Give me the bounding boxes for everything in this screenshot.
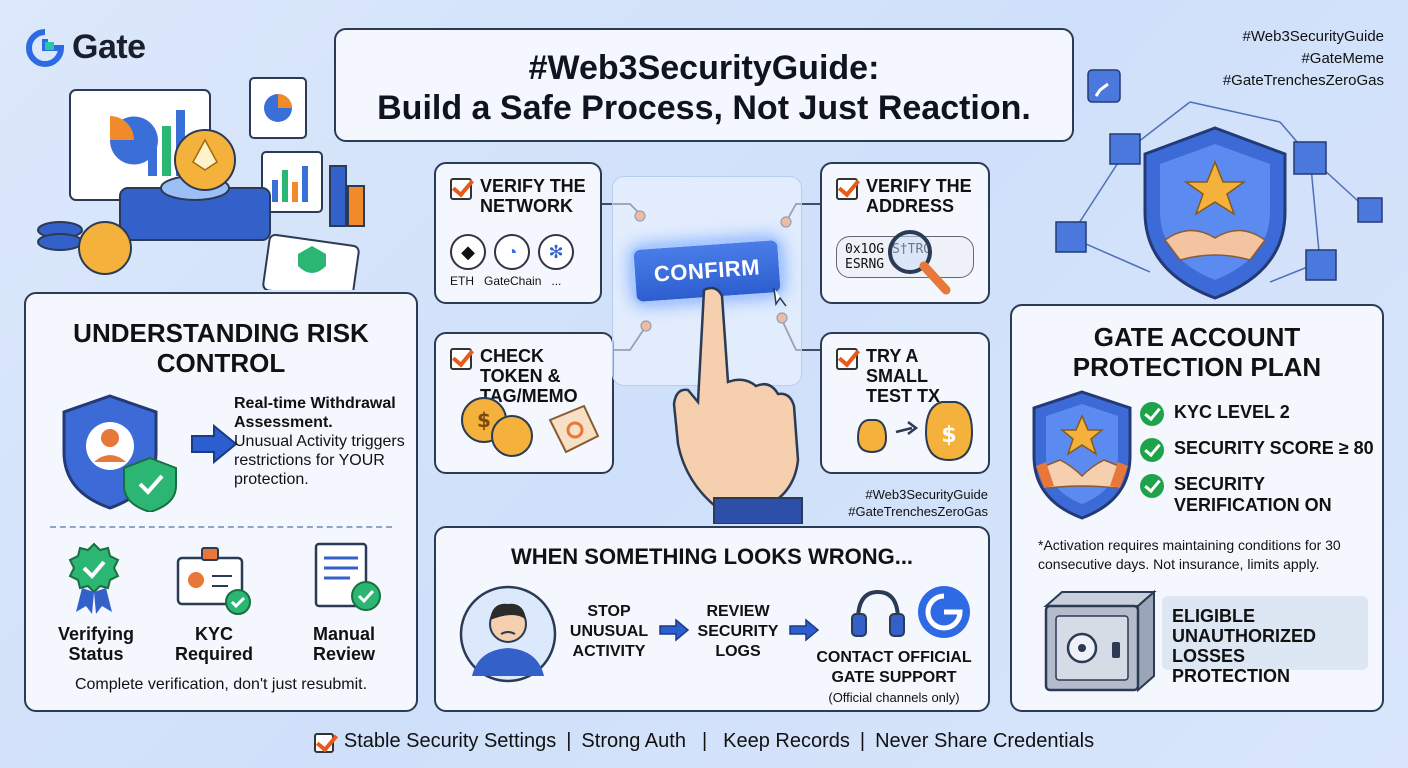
check-circle-icon xyxy=(1140,402,1164,426)
plan-requirements: KYC LEVEL 2 SECURITY SCORE ≥ 80 SECURITY… xyxy=(1140,402,1374,528)
hashtag[interactable]: #GateTrenchesZeroGas xyxy=(1222,72,1384,89)
step-title: VERIFY THE NETWORK xyxy=(480,176,586,216)
worried-person-icon xyxy=(459,585,557,683)
hashtag[interactable]: #Web3SecurityGuide xyxy=(865,487,988,502)
page-subtitle: Build a Safe Process, Not Just Reaction. xyxy=(377,89,1031,127)
check-circle-icon xyxy=(1140,474,1164,498)
risk-control-card: UNDERSTANDING RISK CONTROL Real-time Wit… xyxy=(24,292,418,712)
separator: | xyxy=(701,730,708,752)
contact-support-note: (Official channels only) xyxy=(828,690,960,705)
checkbox-icon xyxy=(313,732,334,753)
section-title: GATE ACCOUNT PROTECTION PLAN xyxy=(1072,322,1322,382)
step-verify-address: VERIFY THE ADDRESS 0x1OG S†TRG ESRNG xyxy=(820,162,990,304)
tip-item: Stable Security Settings xyxy=(343,730,557,752)
arrow-right-icon xyxy=(659,618,690,642)
shield-user-icon xyxy=(62,394,238,512)
risk-footer: Complete verification, don't just resubm… xyxy=(74,676,368,693)
verifying-status-label: Verifying Status xyxy=(57,624,135,664)
step-verify-network: VERIFY THE NETWORK ◆ ◔ ✻ ETH GateChain .… xyxy=(434,162,602,304)
dashboard-illustration xyxy=(37,77,365,290)
safe-vault-icon xyxy=(1043,589,1157,693)
contact-support-step[interactable]: CONTACT OFFICIAL GATE SUPPORT xyxy=(816,649,972,686)
ethereum-icon[interactable]: ◆ xyxy=(450,234,486,270)
assessment-text: Real-time Withdrawal Assessment. Unusual… xyxy=(234,394,414,489)
network-icon[interactable]: ✻ xyxy=(538,234,574,270)
review-logs-step: REVIEW SECURITY LOGS xyxy=(697,603,779,660)
page-title: #Web3SecurityGuide: xyxy=(528,49,880,87)
svg-text:$: $ xyxy=(477,408,491,432)
check-circle-icon xyxy=(1140,438,1164,462)
verified-badge-icon xyxy=(68,542,120,614)
plan-item: KYC LEVEL 2 xyxy=(1140,402,1374,426)
tip-item: Strong Auth xyxy=(581,730,686,752)
pointing-hand-illustration xyxy=(672,286,803,524)
network-label: ETH xyxy=(450,274,474,288)
step-title: VERIFY THE ADDRESS xyxy=(866,176,972,216)
step-check-token: CHECK TOKEN & TAG/MEMO $ xyxy=(434,332,614,474)
eligible-protection-label: ELIGIBLE UNAUTHORIZED LOSSES PROTECTION xyxy=(1162,596,1368,686)
kyc-required-label: KYC Required xyxy=(174,624,253,664)
plan-item: SECURITY VERIFICATION ON xyxy=(1140,474,1374,516)
manual-review-label: Manual Review xyxy=(312,624,376,664)
network-label: ... xyxy=(551,274,562,288)
headset-icon xyxy=(851,589,905,637)
gate-logo: Gate xyxy=(26,28,146,67)
divider xyxy=(50,526,392,528)
plan-item-text: SECURITY VERIFICATION ON xyxy=(1174,474,1332,515)
step-test-tx: TRY A SMALL TEST TX $ xyxy=(820,332,990,474)
gate-support-icon[interactable] xyxy=(916,584,972,640)
separator: | xyxy=(566,730,572,752)
section-title: UNDERSTANDING RISK CONTROL xyxy=(73,318,369,378)
tip-item: Keep Records xyxy=(723,730,850,752)
tip-item: Never Share Credentials xyxy=(875,730,1095,752)
plan-item-text: SECURITY SCORE ≥ 80 xyxy=(1174,438,1374,458)
plan-item: SECURITY SCORE ≥ 80 xyxy=(1140,438,1374,462)
checkbox-icon xyxy=(836,178,858,200)
brand-name: Gate xyxy=(72,28,146,66)
bottom-tips-bar: Stable Security Settings | Strong Auth |… xyxy=(0,730,1408,753)
hashtag[interactable]: #Web3SecurityGuide xyxy=(1242,28,1384,45)
checkbox-icon xyxy=(836,348,858,370)
checkbox-icon xyxy=(450,348,472,370)
kyc-id-icon xyxy=(176,547,251,615)
gatechain-icon[interactable]: ◔ xyxy=(494,234,530,270)
section-title: WHEN SOMETHING LOOKS WRONG... xyxy=(510,544,914,569)
shield-handshake-icon xyxy=(1032,390,1132,520)
hashtags-mid: #Web3SecurityGuide #GateTrenchesZeroGas xyxy=(810,486,988,520)
checkbox-icon xyxy=(450,178,472,200)
manual-review-doc-icon xyxy=(314,542,381,611)
hashtag[interactable]: #GateTrenchesZeroGas xyxy=(848,504,988,519)
arrow-right-icon xyxy=(789,618,820,642)
coins-tag-icon: $ xyxy=(461,397,600,457)
svg-text:$: $ xyxy=(941,423,956,448)
activation-note: *Activation requires maintaining conditi… xyxy=(1038,537,1341,572)
stop-activity-step: STOP UNUSUAL ACTIVITY xyxy=(569,603,649,660)
step-title: CHECK TOKEN & TAG/MEMO xyxy=(480,346,578,406)
something-wrong-card: WHEN SOMETHING LOOKS WRONG... STOP UNUSU… xyxy=(434,526,990,712)
protection-plan-card: GATE ACCOUNT PROTECTION PLAN KYC LEVEL 2… xyxy=(1010,304,1384,712)
plan-item-text: KYC LEVEL 2 xyxy=(1174,402,1290,422)
hashtags-top: #Web3SecurityGuide #GateMeme #GateTrench… xyxy=(1223,26,1384,92)
magnifier-icon xyxy=(888,230,951,295)
step-title: TRY A SMALL TEST TX xyxy=(866,346,941,406)
shield-network-illustration xyxy=(1055,69,1383,300)
gate-logo-icon xyxy=(26,28,64,67)
separator: | xyxy=(859,730,866,752)
assessment-body: Unusual Activity triggers restrictions f… xyxy=(234,433,405,488)
money-bag-icon: $ xyxy=(856,401,974,462)
assessment-heading: Real-time Withdrawal Assessment. xyxy=(234,395,396,431)
title-card: #Web3SecurityGuide: Build a Safe Process… xyxy=(334,28,1074,142)
hashtag[interactable]: #GateMeme xyxy=(1301,50,1384,67)
network-label: GateChain xyxy=(484,274,542,288)
